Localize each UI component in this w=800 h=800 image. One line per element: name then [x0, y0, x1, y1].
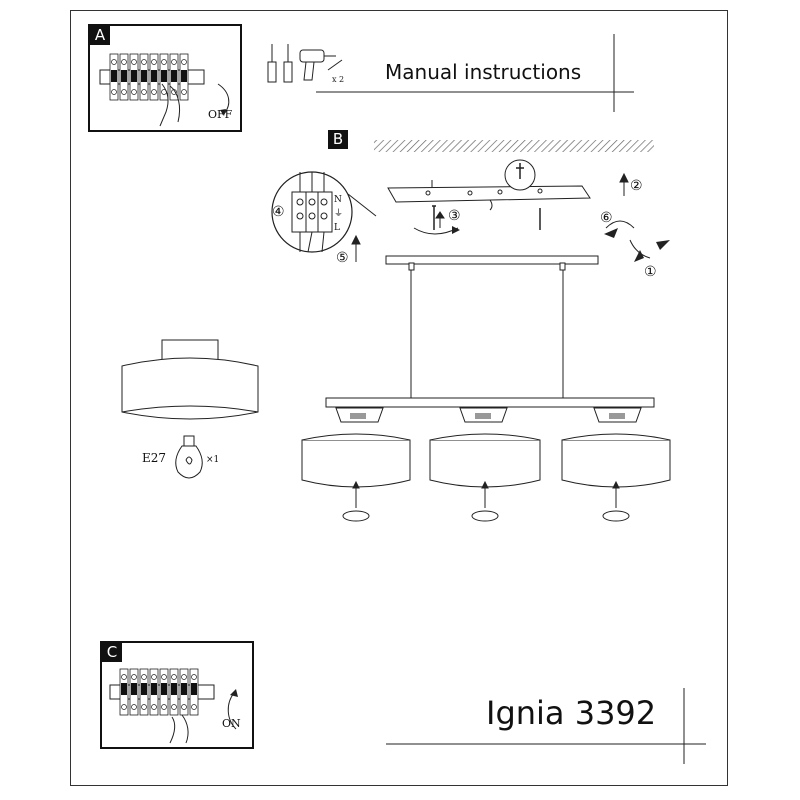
svg-text:N: N — [334, 195, 342, 205]
socket-holder — [459, 407, 508, 423]
product-name: Ignia 3392 — [486, 694, 657, 732]
screw-count: x 2 — [332, 75, 344, 84]
drill-icon — [299, 49, 336, 81]
breaker-off-illustration: OFF — [99, 53, 233, 127]
panel-a-tag: A — [90, 26, 110, 45]
mounting-bracket — [387, 185, 591, 203]
lamp-shade — [429, 433, 541, 488]
screwdriver-icon — [283, 44, 293, 83]
tools-group: x 2 — [267, 44, 344, 84]
bulb-count: ×1 — [206, 455, 219, 465]
rotate-arrow-icon — [452, 226, 460, 234]
title-rule-lines — [316, 34, 634, 112]
svg-text:L: L — [334, 223, 340, 233]
step-3-label: ③ — [448, 208, 461, 224]
fixing-ring — [471, 510, 499, 522]
screw-icon — [432, 205, 436, 230]
panel-b-tag: B — [328, 130, 348, 149]
socket-holder — [335, 407, 384, 423]
step-5-label: ⑤ — [336, 250, 349, 266]
step-4-label: ④ — [272, 204, 285, 220]
up-arrow-icon — [619, 172, 629, 196]
up-arrow-icon — [351, 234, 361, 262]
manual-title: Manual instructions — [385, 60, 582, 84]
socket-holder — [593, 407, 642, 423]
panel-a-power-off: A OFF — [88, 24, 242, 132]
screw-icon — [327, 59, 343, 71]
rotate-arrow-icon — [656, 240, 670, 250]
lamp-shade — [301, 433, 411, 488]
on-label: ON — [222, 717, 241, 730]
fixing-ring — [342, 510, 370, 522]
step-6-label: ⑥ — [600, 210, 613, 226]
off-label: OFF — [208, 108, 233, 121]
lamp-shade — [561, 433, 671, 488]
bulb-icon — [175, 435, 203, 479]
socket-type: E27 — [142, 451, 166, 465]
ceiling-canopy — [385, 255, 599, 265]
ceiling — [374, 140, 654, 152]
installation-diagram: ③ ② ⑥ ① N ⏚ L ④ ⑤ — [121, 140, 671, 522]
breaker-on-illustration: ON — [109, 668, 241, 744]
fixing-ring — [602, 510, 630, 522]
shade-detail — [121, 339, 259, 420]
svg-text:⏚: ⏚ — [334, 208, 343, 219]
screwdriver-icon — [267, 44, 277, 83]
lamp-bar — [325, 397, 655, 408]
terminal-block-detail: N ⏚ L ④ — [271, 171, 353, 253]
page-frame — [70, 10, 728, 786]
panel-c-power-on: C ON — [100, 641, 254, 749]
rotate-arrow-icon — [604, 228, 618, 238]
panel-c-tag: C — [102, 643, 122, 662]
step-1-label: ① — [644, 264, 657, 280]
step-2-label: ② — [630, 178, 643, 194]
